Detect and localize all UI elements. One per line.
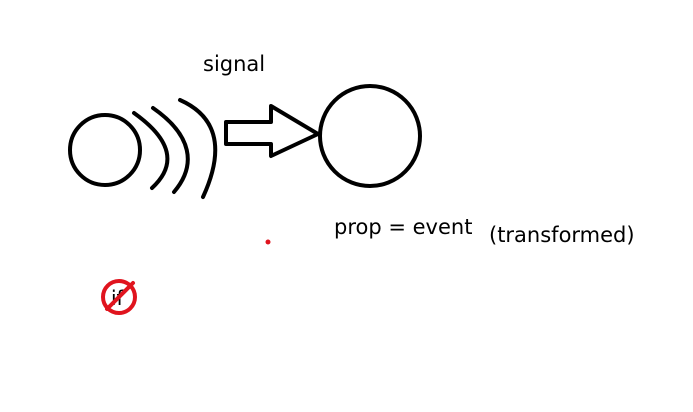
- signal-wave-2: [151, 106, 190, 194]
- target-circle: [318, 84, 422, 188]
- signal-wave-3: [178, 98, 218, 199]
- signal-label: signal: [203, 52, 265, 76]
- prohibit-ring: [101, 279, 137, 315]
- red-dot: [265, 239, 271, 245]
- transformed-label: (transformed): [489, 223, 635, 247]
- source-circle: [68, 113, 142, 187]
- no-symbol-icon: if: [101, 279, 137, 315]
- signal-arrow: [224, 104, 320, 158]
- prop-event-label: prop = event: [334, 215, 472, 239]
- prohibit-slash: [105, 281, 135, 311]
- signal-wave-1: [132, 111, 170, 190]
